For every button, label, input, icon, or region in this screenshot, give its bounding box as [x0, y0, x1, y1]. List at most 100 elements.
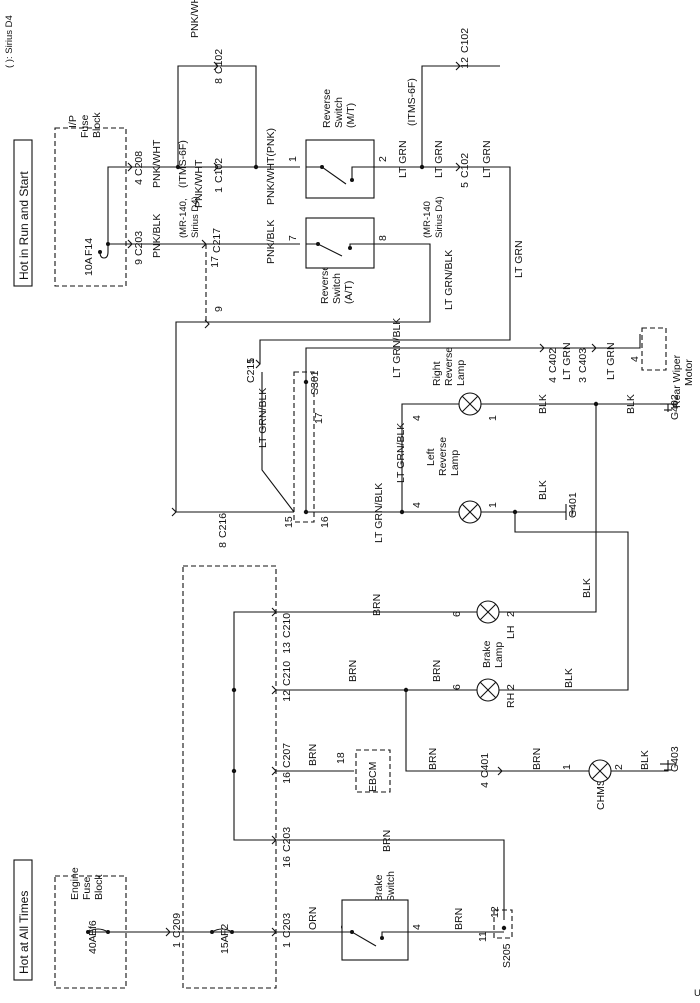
hot-all-times-label: Hot at All Times [17, 891, 31, 974]
wire-blk-g402 [481, 403, 669, 412]
s301-pin15: 15 [283, 516, 295, 528]
s205-splice [493, 909, 513, 939]
mr140-note-1a: (MR-140, [178, 198, 189, 238]
wire-blk-6: BLK [639, 750, 651, 770]
ebcm-box [355, 749, 391, 793]
left-rev-lamp-title-1: Left [425, 448, 437, 466]
wire-brn-4: BRN [307, 744, 319, 766]
engine-fuse-block-title-3: Block [93, 874, 105, 900]
wire-orn: ORN [307, 907, 319, 930]
c217-pin17: 17 [209, 256, 221, 268]
hot-all-times-box [13, 859, 33, 981]
lower-dashed-block [182, 565, 277, 989]
left-rev-lamp-title-3: Lamp [449, 450, 461, 476]
s301-splice [293, 371, 315, 523]
ip-fuse-block-title-2: Fuse [79, 114, 91, 138]
c102-top-pin8: 8 [213, 78, 225, 84]
wire-brn-7: BRN [381, 830, 393, 852]
left-rev-lamp-pin4: 4 [411, 502, 423, 508]
fuse-f2-rating: 15A [219, 935, 231, 954]
reverse-at-pin7: 7 [287, 235, 299, 241]
c402-pin4: 4 [547, 377, 559, 383]
s301-pin16: 16 [319, 516, 331, 528]
c403-label: C403 [577, 348, 589, 373]
reverse-mt-pin2: 2 [377, 156, 389, 162]
ebcm-label: EBCM [367, 762, 379, 792]
wire-blk-5: BLK [563, 668, 575, 688]
g402-label: G402 [669, 394, 681, 420]
wire-blk-to-brake-rh [514, 512, 629, 691]
wire-lt-grn-blk-5: LT GRN/BLK [257, 388, 269, 448]
wire-lt-grn-3: LT GRN [481, 140, 493, 178]
g403-label: G403 [669, 746, 681, 772]
g401-label: G401 [567, 492, 579, 518]
brake-lamp-lh-pin6: 6 [451, 611, 463, 617]
c215-label: C215 [245, 358, 257, 383]
rear-wiper-motor [641, 327, 667, 371]
mr140-note-2a: (MR-140 [422, 201, 433, 238]
c210-lower-pin12: 12 [281, 690, 293, 702]
wire-lt-grn-main [259, 166, 511, 364]
wire-lt-grn-blk-at [175, 243, 431, 513]
hot-run-start-box [13, 139, 33, 287]
chmsl-pin2: 2 [613, 764, 625, 770]
c203-top-pin9: 9 [133, 259, 145, 265]
wire-brn-1: BRN [371, 594, 383, 616]
brake-switch-title-1: Brake [373, 874, 385, 902]
c203-bottom-label: C203 [281, 913, 293, 938]
right-rev-lamp-pin4: 4 [411, 415, 423, 421]
engine-fuse-block-title-2: Fuse [81, 876, 93, 900]
wire-brn-2: BRN [347, 660, 359, 682]
reverse-at-title-3: (A/T) [343, 281, 355, 304]
wire-pnk-blk-1: PNK/BLK [151, 214, 163, 258]
wire-lt-grn-4: LT GRN [513, 240, 525, 278]
brake-switch-title-2: Switch [385, 871, 397, 902]
g402-ground [660, 403, 676, 411]
engine-fuse-block [54, 875, 127, 989]
wire-pnk-blk-2: PNK/BLK [265, 220, 277, 264]
ip-fuse-block-title-1: I/P [67, 115, 79, 128]
wire-brn-6: BRN [531, 748, 543, 770]
left-rev-lamp-title-2: Reverse [437, 437, 449, 476]
ip-fuse-block [54, 127, 127, 287]
wire-brn-to-chmsl [405, 690, 600, 772]
reverse-switch-at [305, 217, 375, 269]
wire-lt-grn-6: LT GRN [605, 342, 617, 380]
wire-itms-loop [177, 65, 257, 167]
c203-top-label: C203 [133, 231, 145, 256]
mr140-note-1b: Sirius D4) [190, 196, 201, 238]
brake-lamp-rh-side: RH [505, 693, 517, 708]
brake-lamp-rh-pin2: 2 [505, 684, 517, 690]
c102-top-label: C102 [213, 49, 225, 74]
c401-label: C401 [479, 753, 491, 778]
c217-lower-pin9: 9 [213, 306, 225, 312]
itms-note-2: (ITMS-6F) [406, 78, 418, 126]
reverse-at-title-1: Reverse [319, 265, 331, 304]
c102-top-right-label: C102 [459, 28, 471, 53]
s205-pin11: 11 [477, 931, 489, 942]
c209-pin1: 1 [171, 942, 183, 948]
brake-lamp-rh-pin6: 6 [451, 684, 463, 690]
reverse-at-title-2: Switch [331, 273, 343, 304]
wire-blk-3: BLK [537, 480, 549, 500]
right-reverse-lamp [458, 392, 482, 416]
reverse-switch-mt [305, 139, 375, 199]
c203-lower-label: C203 [281, 827, 293, 852]
c102-right-label: C102 [459, 153, 471, 178]
g401-ground [565, 504, 573, 520]
wire-lt-grn-blk-3: LT GRN/BLK [395, 423, 407, 483]
c102-mid-label: C102 [213, 158, 225, 183]
fuse-f14-rating: 10A [83, 257, 95, 276]
c210-upper-pin13: 13 [281, 642, 293, 654]
c102-mid-pin1: 1 [213, 187, 225, 193]
wire-brn-8: BRN [453, 908, 465, 930]
c209-label: C209 [171, 913, 183, 938]
c102-top-right-pin12: 12 [459, 57, 471, 69]
wire-lt-grn-loop [421, 65, 500, 167]
c210-upper-label: C210 [281, 613, 293, 638]
wire-brn-3: BRN [431, 660, 443, 682]
c102-right-pin5: 5 [459, 182, 471, 188]
wire-pnk-wht-2: PNK/WHT [193, 159, 205, 208]
